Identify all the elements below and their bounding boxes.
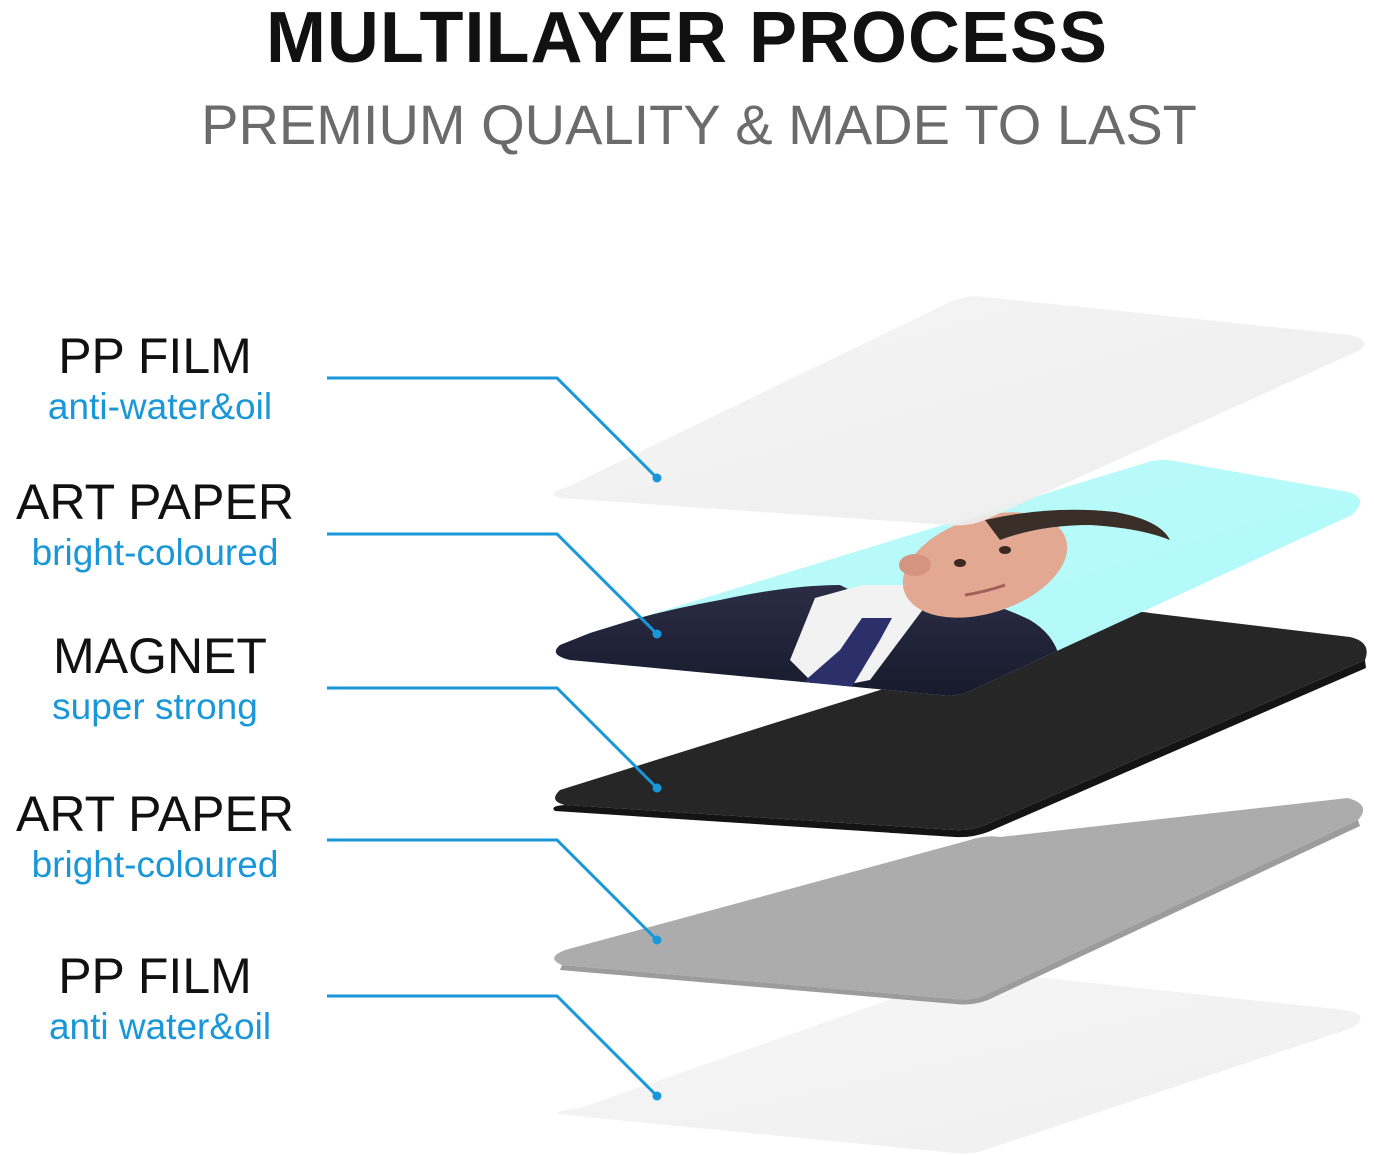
leader-line-1 <box>327 376 659 480</box>
eye-right <box>999 546 1011 554</box>
layer-5-sheet <box>557 971 1361 1154</box>
layer-2-subtitle: bright-coloured <box>31 532 279 573</box>
leader-dot-1 <box>652 473 662 483</box>
layer-4-sheet <box>554 798 1364 1000</box>
layer-1-subtitle: anti-water&oil <box>47 386 273 427</box>
layer-3-sheet <box>555 611 1367 831</box>
layer-4-subtitle: bright-coloured <box>31 844 279 885</box>
diagram-subtitle: PREMIUM QUALITY & MADE TO LAST <box>201 93 1197 156</box>
ear-shape <box>899 554 931 576</box>
layer-1-name: PP FILM <box>58 328 252 384</box>
mouth-shape <box>964 583 1006 597</box>
leader-line-5 <box>327 994 659 1098</box>
layer-3-name: MAGNET <box>53 628 267 684</box>
leader-dot-5 <box>652 1091 662 1101</box>
tie-shape <box>800 618 892 696</box>
layer-5-subtitle: anti water&oil <box>48 1006 272 1047</box>
layer-1-sheet <box>553 296 1365 526</box>
leader-line-3 <box>327 686 659 790</box>
layer-4-name: ART PAPER <box>16 786 294 842</box>
hair-shape <box>985 509 1170 540</box>
leader-line-2 <box>327 532 659 636</box>
diagram-title: MULTILAYER PROCESS <box>265 0 1109 78</box>
leader-dot-2 <box>652 629 662 639</box>
layer-5-name: PP FILM <box>58 948 252 1004</box>
leader-dot-4 <box>652 935 662 945</box>
layer-3-subtitle: super strong <box>52 686 258 727</box>
face-shape <box>902 512 1068 618</box>
eye-left <box>954 559 966 567</box>
leader-dot-3 <box>652 783 662 793</box>
leader-line-4 <box>327 838 659 942</box>
layer-2-name: ART PAPER <box>16 474 294 530</box>
